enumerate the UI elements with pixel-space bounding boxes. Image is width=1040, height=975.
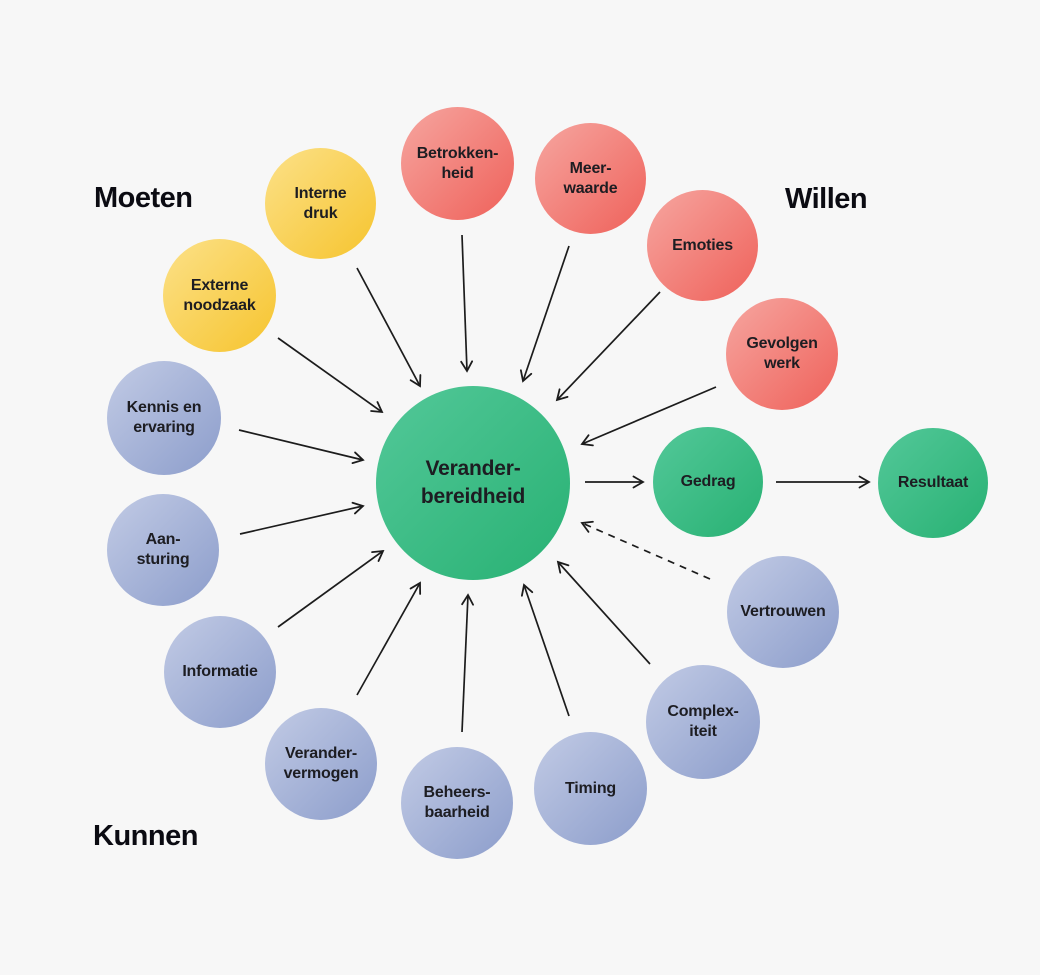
node-timing: Timing <box>534 732 647 845</box>
node-kennis-ervaring: Kennis en ervaring <box>107 361 221 475</box>
node-label: Resultaat <box>897 474 969 492</box>
arrow-timing-to-center <box>520 583 570 717</box>
node-label: Vertrouwen <box>740 603 826 621</box>
node-interne-druk: Interne druk <box>265 148 376 259</box>
node-label: Complex- iteit <box>667 703 739 740</box>
arrow-emoties-to-center <box>555 291 661 402</box>
node-label: Meer- waarde <box>563 159 618 197</box>
node-label: Aan- sturing <box>136 531 190 568</box>
node-label: Gedrag <box>680 473 736 491</box>
node-label: Interne druk <box>294 184 347 222</box>
node-label: Timing <box>565 779 616 797</box>
node-verander-bereidheid: Verander- bereidheid <box>376 386 570 580</box>
node-label: Kennis en ervaring <box>126 399 202 436</box>
category-label-kunnen: Kunnen <box>93 820 198 852</box>
node-informatie: Informatie <box>164 616 276 728</box>
node-label: Betrokken- heid <box>416 144 499 182</box>
node-label: Verander- vermogen <box>283 745 359 782</box>
node-label: Gevolgen werk <box>746 335 818 372</box>
node-gevolgen-werk: Gevolgen werk <box>726 298 838 410</box>
node-complexiteit: Complex- iteit <box>646 665 760 779</box>
node-resultaat: Resultaat <box>878 428 988 538</box>
category-label-moeten: Moeten <box>94 182 193 214</box>
node-gedrag: Gedrag <box>653 427 763 537</box>
node-label: Informatie <box>182 663 258 681</box>
arrow-verander-vermogen-to-center <box>356 581 422 696</box>
node-meerwaarde: Meer- waarde <box>535 123 646 234</box>
arrow-externe-noodzaak-to-center <box>277 337 384 414</box>
arrow-informatie-to-center <box>277 549 385 628</box>
arrow-betrokkenheid-to-center <box>460 234 474 373</box>
node-betrokkenheid: Betrokken- heid <box>401 107 514 220</box>
arrow-gevolgen-werk-to-center <box>580 386 717 447</box>
node-label: Emoties <box>672 236 733 254</box>
node-externe-noodzaak: Externe noodzaak <box>163 239 276 352</box>
node-vertrouwen: Vertrouwen <box>727 556 839 668</box>
node-emoties: Emoties <box>647 190 758 301</box>
arrow-aansturing-to-center <box>239 501 365 535</box>
arrow-vertrouwen-to-center-dashed <box>580 520 711 580</box>
category-label-willen: Willen <box>785 183 868 215</box>
node-label: Externe noodzaak <box>183 276 256 314</box>
node-label: Verander- bereidheid <box>420 457 526 508</box>
arrow-interne-druk-to-center <box>356 267 422 388</box>
node-verander-vermogen: Verander- vermogen <box>265 708 377 820</box>
node-label: Beheers- baarheid <box>423 784 491 821</box>
arrow-beheersbaarheid-to-center <box>461 593 474 733</box>
arrow-complexiteit-to-center <box>556 560 651 665</box>
arrow-meerwaarde-to-center <box>519 245 570 383</box>
arrow-kennis-ervaring-to-center <box>238 429 365 465</box>
node-aansturing: Aan- sturing <box>107 494 219 606</box>
node-beheersbaarheid: Beheers- baarheid <box>401 747 513 859</box>
